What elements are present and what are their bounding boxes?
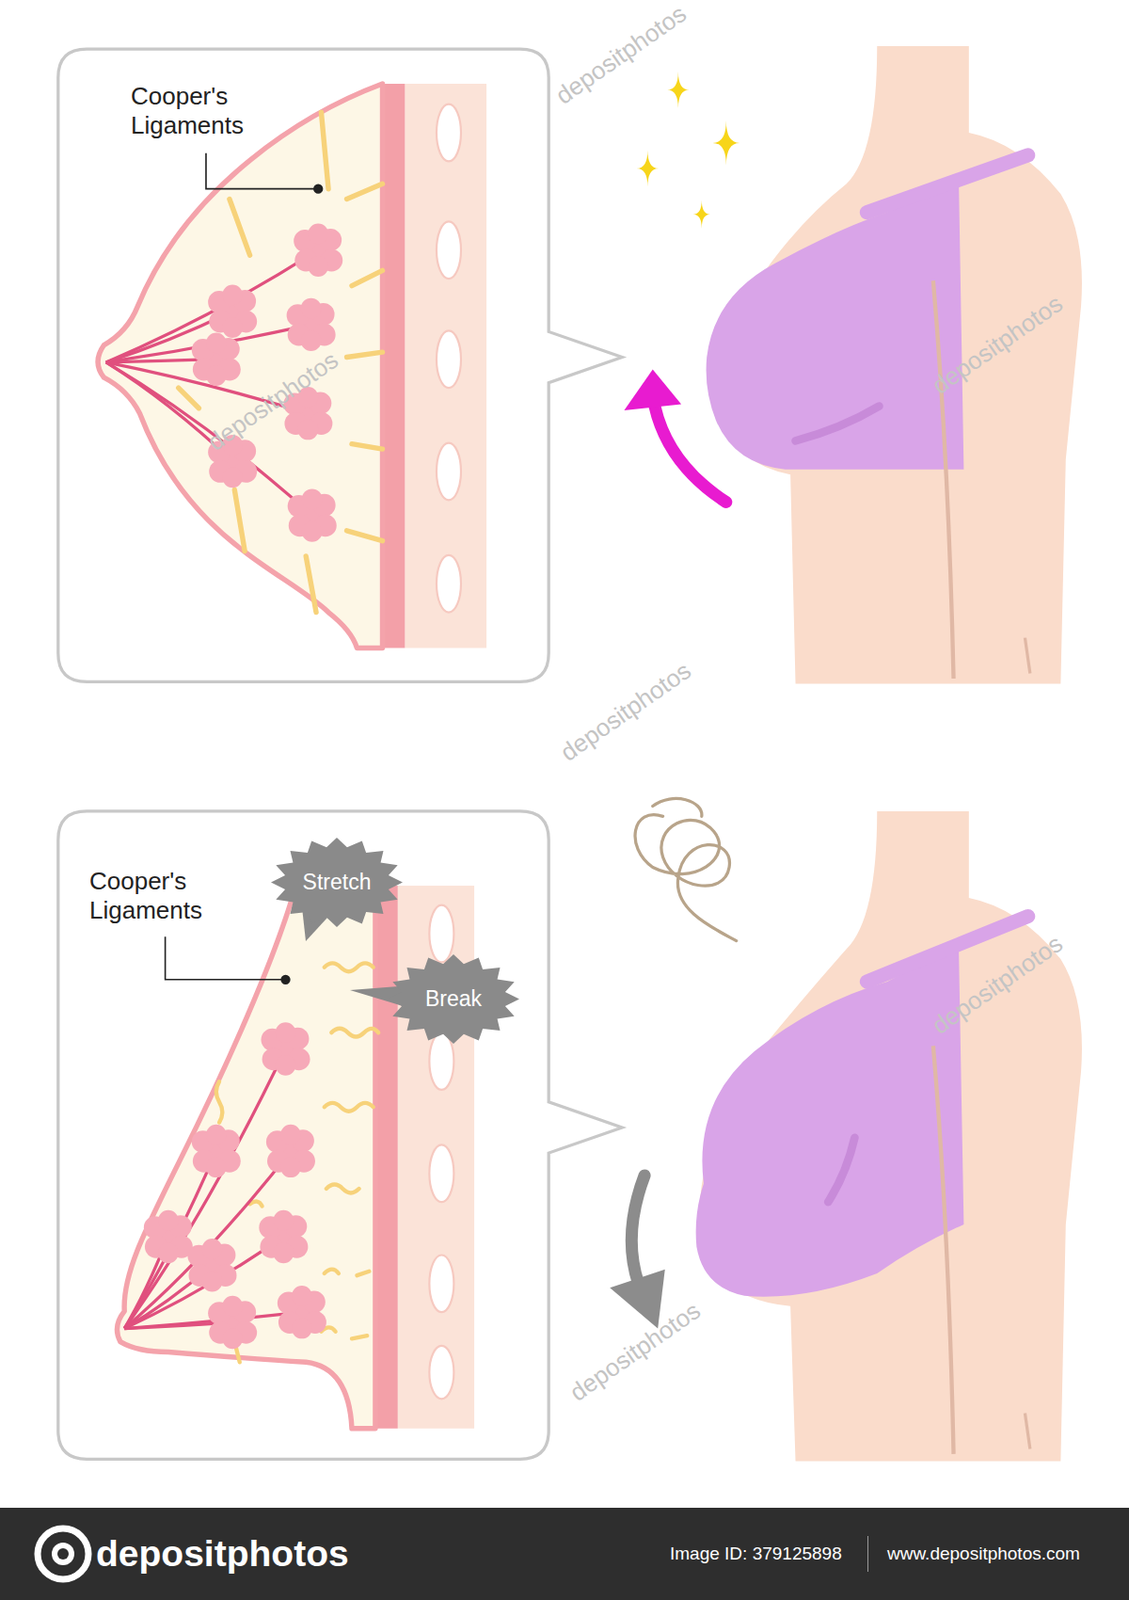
lobule [293,223,343,277]
lobule [207,434,257,488]
burst-badge: Break [387,954,520,1044]
watermark: depositphotos [564,1295,706,1407]
watermark: depositphotos [555,655,697,767]
milk-duct [106,362,313,516]
lobule [286,298,336,351]
sparkle [636,149,659,187]
breast-healthy [97,83,487,648]
lobule [287,488,337,541]
watermark: depositphotos [550,0,692,111]
lobule [283,386,333,440]
lift-arrowhead [623,369,682,411]
callout-panel: Cooper's Ligaments StretchBreak [56,810,551,1461]
sag-arrow [631,1175,645,1284]
torso-lifted [706,46,1082,684]
logo-icon [30,1520,96,1587]
site-url: www.depositphotos.com [887,1542,1081,1564]
leader-line [165,936,285,980]
callout-panel: Cooper's Ligaments [56,46,551,682]
badge-label: Stretch [302,869,372,895]
callout-outline [58,48,622,682]
footer-bar: depositphotos Image ID: 379125898 www.depo… [0,1507,1129,1600]
lobule [266,1124,316,1177]
milk-duct [106,324,312,363]
logo-text: depositphotos [95,1531,350,1575]
leader-dot [281,974,290,984]
lobule [207,285,257,338]
watermark: depositphotos [202,345,344,457]
milk-duct [106,250,319,363]
breast-sagging [116,885,475,1429]
milk-duct [124,1150,291,1329]
image-id: Image ID: 379125898 [669,1542,843,1564]
sparkle [693,200,711,229]
milk-duct [124,1150,217,1329]
leader-dot [314,184,323,193]
callout-outline [58,810,622,1459]
sparkle [667,71,689,109]
part-label: Cooper's Ligaments [130,81,287,140]
lobule [191,1124,241,1177]
lobule [261,1021,311,1075]
footer-divider [867,1535,869,1572]
lobule [191,333,241,386]
leader-line [206,153,317,190]
lobule [277,1285,327,1338]
lobule [143,1209,193,1263]
lift-arrow [654,406,727,503]
lobule [207,1295,257,1349]
watermark: depositphotos [926,288,1068,400]
lobule [258,1209,308,1263]
badge-label: Break [425,985,482,1012]
torso-sagging [696,810,1082,1462]
lobule [187,1238,237,1291]
tangle-scribble [635,797,737,940]
watermark: depositphotos [926,928,1068,1040]
part-label: Cooper's Ligaments [89,866,245,924]
burst-badge: Stretch [270,837,403,927]
sag-arrowhead [609,1269,666,1329]
sparkle [713,120,741,166]
